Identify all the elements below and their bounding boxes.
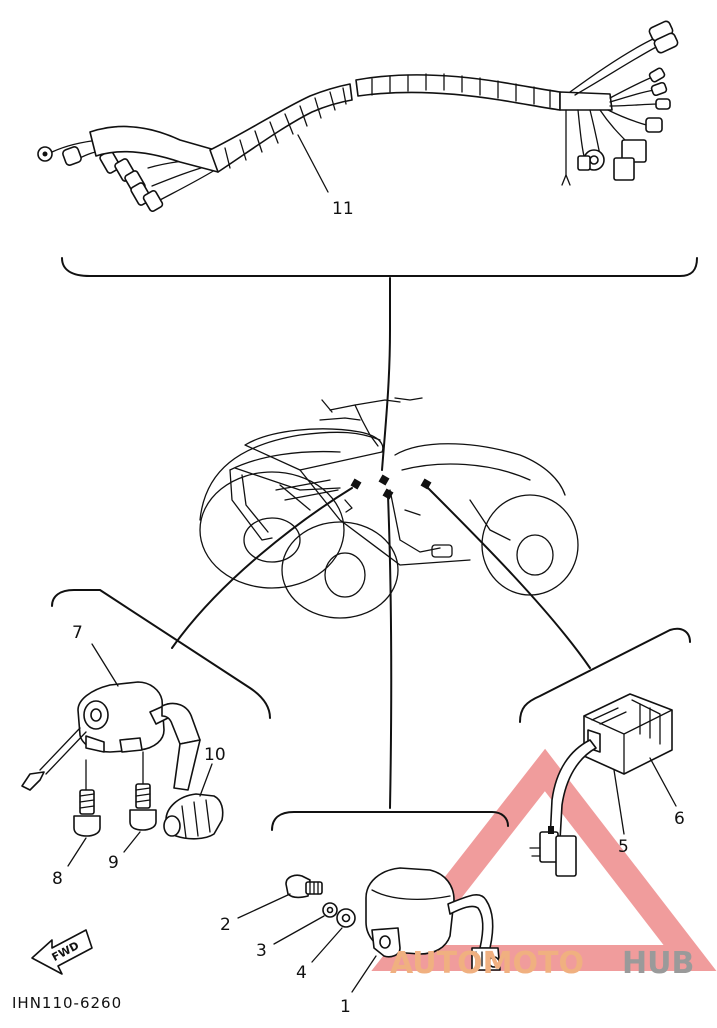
watermark-text-hub: HUB [622,946,694,981]
watermark-triangle [371,748,717,971]
leader-rectifier [425,485,591,669]
leader-ignition-coil [171,487,353,649]
leader-2 [237,893,291,919]
rectifier-regulator [529,693,673,877]
callout-11: 11 [332,199,354,219]
callout-8: 8 [52,869,63,889]
watermark-text-automoto: AUTOMOTO [390,946,584,981]
leader-9 [123,831,141,853]
leader-6 [649,757,677,807]
right-group-bracket [519,627,691,723]
callout-9: 9 [108,853,119,873]
wire-harness [37,20,679,212]
bottom-group-bracket [271,811,509,831]
cdi-unit [285,867,501,971]
ignition-coil [21,681,224,840]
leader-3 [273,915,325,945]
diagram-code: IHN110-6260 [12,994,122,1012]
callout-3: 3 [256,941,267,961]
top-group-bracket [61,257,698,277]
left-group-bracket [51,589,271,719]
callout-6: 6 [674,809,685,829]
callout-5: 5 [618,837,629,857]
leader-harness [381,277,391,471]
callout-2: 2 [220,915,231,935]
fwd-arrow: FWD [31,929,93,975]
leader-11 [297,134,329,193]
leader-7 [91,643,119,687]
leader-4 [311,927,343,963]
callout-4: 4 [296,963,307,983]
leader-1 [351,955,377,993]
leader-10 [199,763,213,797]
leader-8 [67,837,87,867]
callout-7: 7 [72,623,83,643]
callout-1: 1 [340,997,351,1017]
leader-cdi-unit [387,495,393,809]
callout-10: 10 [204,745,226,765]
atv-vehicle [199,397,579,619]
leader-5 [613,769,625,835]
